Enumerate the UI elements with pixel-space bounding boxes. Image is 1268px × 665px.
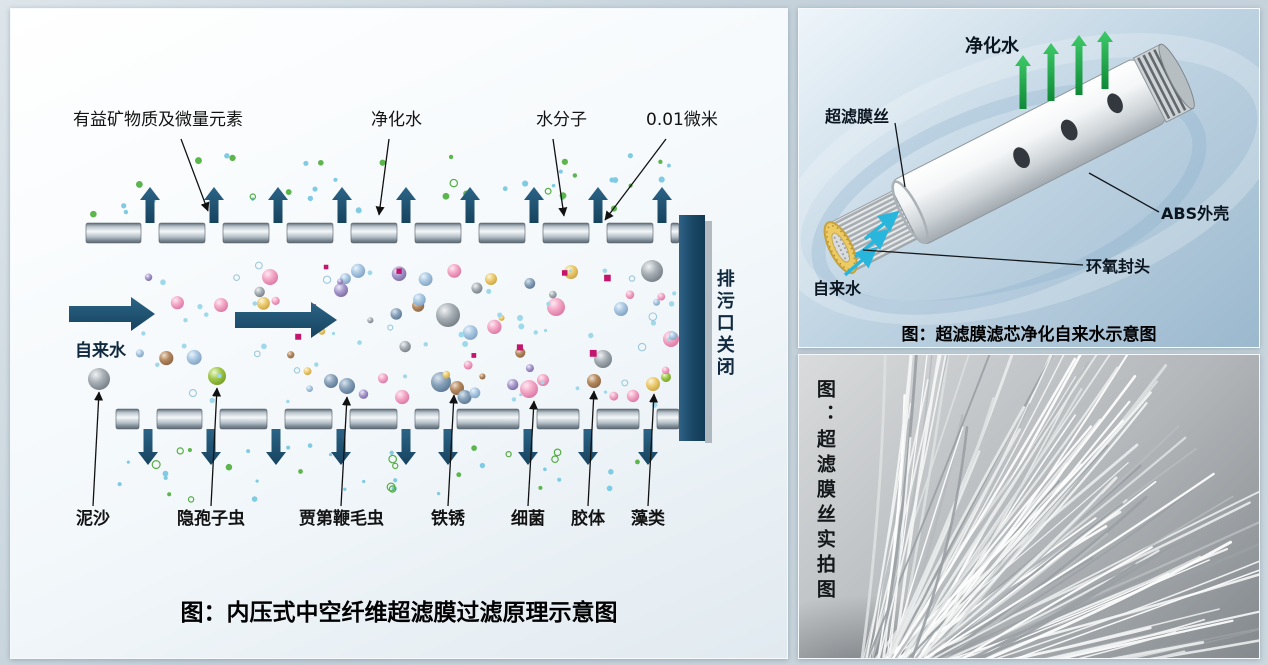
end-cap-shadow xyxy=(705,221,712,443)
permeate-arrows xyxy=(138,187,672,465)
label-membrane-fiber: 超滤膜丝 xyxy=(825,107,890,126)
fiber-photo-panel: 图：超滤膜丝实拍图 xyxy=(798,354,1260,659)
label-minerals: 有益矿物质及微量元素 xyxy=(73,110,243,130)
label-algae: 藻类 xyxy=(631,509,665,529)
label-rust: 铁锈 xyxy=(431,509,465,529)
cartridge-panel: 净化水 超滤膜丝 ABS外壳 环氧封头 自来水 图：超滤膜滤芯净化自来水示意图 xyxy=(798,8,1260,348)
label-drain-closed: 排污口关闭 xyxy=(713,269,735,379)
label-cryptosporidium: 隐孢子虫 xyxy=(177,509,245,529)
shell-hole xyxy=(1013,147,1030,169)
filtration-diagram-panel: 有益矿物质及微量元素 净化水 水分子 0.01微米 自来水 排污口关闭 泥沙 隐… xyxy=(10,8,788,659)
background-swirls xyxy=(799,33,1259,325)
label-tap-water: 自来水 xyxy=(75,341,126,361)
contaminant-particles xyxy=(88,260,679,408)
fiber-photo xyxy=(799,355,1259,658)
label-colloid: 胶体 xyxy=(571,509,605,529)
label-abs-shell: ABS外壳 xyxy=(1161,204,1230,223)
label-water-molecule: 水分子 xyxy=(536,110,587,130)
cartridge-caption: 图：超滤膜滤芯净化自来水示意图 xyxy=(901,325,1157,345)
label-cart-tap-water: 自来水 xyxy=(813,279,862,298)
label-epoxy-cap: 环氧封头 xyxy=(1086,257,1151,276)
cartridge-leader-lines xyxy=(862,122,1160,266)
label-leader-arrows xyxy=(92,138,667,507)
shell-hole xyxy=(1107,93,1123,114)
tap-water-flow-arrows xyxy=(843,210,900,277)
membrane-cartridge xyxy=(823,43,1195,275)
label-bacteria: 细菌 xyxy=(511,509,545,529)
membrane-fibers xyxy=(860,355,1259,658)
filtration-diagram xyxy=(69,138,712,507)
purified-water-arrows xyxy=(1015,31,1113,109)
label-sediment: 泥沙 xyxy=(76,509,110,529)
label-cart-purified-water: 净化水 xyxy=(965,36,1019,57)
water-flow-arrows xyxy=(69,297,337,338)
cartridge-illustration xyxy=(799,31,1259,325)
label-giardia: 贾第鞭毛虫 xyxy=(299,509,384,529)
shell-hole xyxy=(1060,119,1078,141)
membrane-tubes xyxy=(85,222,680,430)
photo-caption: 图：超滤膜丝实拍图 xyxy=(813,379,836,604)
diagram-caption: 图：内压式中空纤维超滤膜过滤原理示意图 xyxy=(180,600,618,626)
label-purified-water: 净化水 xyxy=(371,110,422,130)
label-pore-size: 0.01微米 xyxy=(646,110,718,130)
drain-end-cap xyxy=(679,215,705,441)
